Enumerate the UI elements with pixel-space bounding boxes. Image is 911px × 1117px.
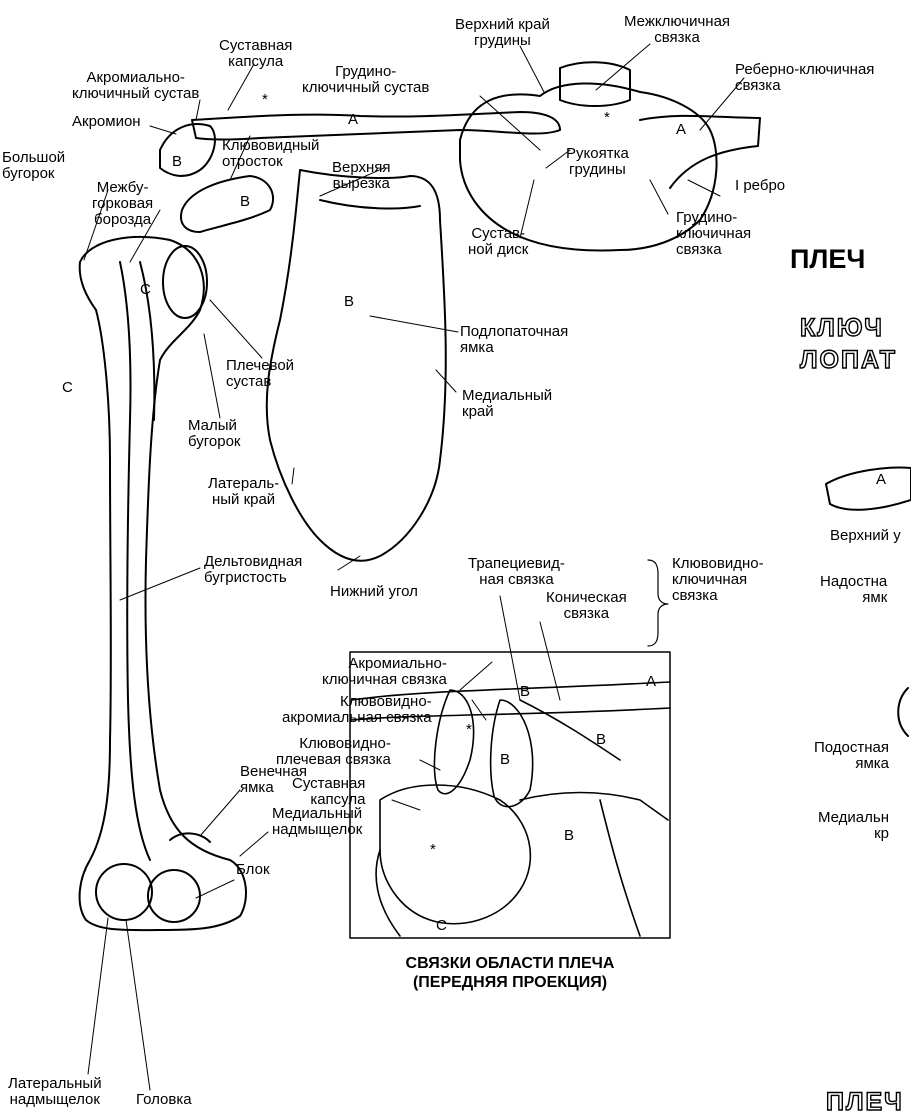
- label-grudino-klyuchichny-sustav: Грудино- ключичный сустав: [302, 64, 429, 96]
- inset-caption: СВЯЗКИ ОБЛАСТИ ПЛЕЧА (ПЕРЕДНЯЯ ПРОЕКЦИЯ): [360, 954, 660, 992]
- label-verkhny-ugol-cut: Верхний у: [830, 528, 901, 544]
- label-sustavnaya-kapsula-top: Суставная капсула: [219, 38, 292, 70]
- label-lateralny-kray: Латераль- ный край: [208, 476, 279, 508]
- label-grudino-klyuchichnaya-svyazka: Грудино- ключичная связка: [676, 210, 751, 258]
- label-trapetsievidnaya-svyazka: Трапециевид- ная связка: [468, 556, 565, 588]
- label-venechnaya-yamka: Венечная ямка: [240, 764, 307, 796]
- letter-c-inset: C: [436, 917, 447, 934]
- label-klyuvovidny-otrostok: Клювовидный отросток: [222, 138, 319, 170]
- label-mezhbugorkovaya-borozda: Межбу- горковая борозда: [92, 180, 153, 228]
- scapula-inner: [320, 200, 420, 208]
- brace: [648, 560, 668, 646]
- coracoid-process: [181, 176, 273, 232]
- subtitle-line-1: КЛЮЧ: [800, 314, 884, 343]
- letter-c-head: C: [140, 281, 151, 298]
- label-blok: Блок: [236, 862, 270, 878]
- label-podostnaya-yamka-cut: Подостная ямка: [814, 740, 889, 772]
- label-bolshoy-bugorok: Большой бугорок: [2, 150, 65, 182]
- letter-c-shaft: C: [62, 379, 73, 396]
- letter-a-right: A: [676, 121, 686, 138]
- clavicle-partial: [826, 468, 911, 510]
- subtitle-line-2: ЛОПАТ: [800, 346, 897, 375]
- label-lateralny-nadmyshchelok: Латеральный надмыщелок: [8, 1076, 102, 1108]
- letter-b-inset-2: B: [596, 731, 606, 748]
- label-golovka: Головка: [136, 1092, 192, 1108]
- letter-b-inset-4: B: [564, 827, 574, 844]
- star-1: *: [262, 91, 268, 108]
- label-verkhny-kray-grudiny: Верхний край грудины: [455, 17, 550, 49]
- letter-b-coracoid: B: [240, 193, 250, 210]
- label-akromialno-klyuchichnaya-svyazka: Акромиально- ключичная связка: [322, 656, 447, 688]
- label-medialny-kray: Медиальный край: [462, 388, 552, 420]
- label-akromialno-klyuchichny-sustav: Акромиально- ключичный сустав: [72, 70, 199, 102]
- star-4: *: [430, 841, 436, 858]
- figure-letters: A A B B B C C A B B B B C A * * * *: [62, 91, 886, 934]
- label-klyuvovidno-akromialnaya-svyazka: Клювовидно- акромиальная связка: [282, 694, 432, 726]
- letter-a-clavicle: A: [348, 111, 358, 128]
- label-maly-bugorok: Малый бугорок: [188, 418, 241, 450]
- label-klyuvovidno-klyuchichnaya-svyazka: Клювовидно- ключичная связка: [672, 556, 764, 604]
- humeral-head: [163, 246, 207, 318]
- star-3: *: [466, 721, 472, 738]
- label-deltovidnaya-bugristost: Дельтовидная бугристость: [204, 554, 302, 586]
- label-akromion: Акромион: [72, 114, 141, 130]
- label-medialny-kray-cut: Медиальн кр: [818, 810, 889, 842]
- page-title: ПЛЕЧ: [790, 244, 865, 275]
- label-sustavnoy-disk: Сустав- ной диск: [468, 226, 528, 258]
- label-nadostnaya-yamka-cut: Надостна ямк: [820, 574, 887, 606]
- label-plechevoy-sustav: Плечевой сустав: [226, 358, 294, 390]
- bottom-title: ПЛЕЧ: [826, 1088, 904, 1117]
- trochlea: [148, 870, 200, 922]
- label-reberno-klyuchichnaya-svyazka: Реберно-ключичная связка: [735, 62, 874, 94]
- label-konicheskaya-svyazka: Коническая связка: [546, 590, 627, 622]
- letter-b-inset-1: B: [520, 683, 530, 700]
- label-podlopatochnaya-yamka: Подлопаточная ямка: [460, 324, 568, 356]
- glenoid-partial: [898, 688, 908, 736]
- capitulum: [96, 864, 152, 920]
- letter-a-right-partial: A: [876, 471, 886, 488]
- label-rukoyatka-grudiny: Рукоятка грудины: [566, 146, 629, 178]
- leader-lines: [84, 44, 744, 1090]
- label-medialny-nadmyshchelok: Медиальный надмыщелок: [272, 806, 362, 838]
- star-2: *: [604, 109, 610, 126]
- label-i-rebro: I ребро: [735, 178, 785, 194]
- letter-b-scapula: B: [344, 293, 354, 310]
- label-nizhny-ugol: Нижний угол: [330, 584, 418, 600]
- label-mezhklyuchichnaya-svyazka: Межключичная связка: [624, 14, 730, 46]
- letter-a-inset: A: [646, 673, 656, 690]
- letter-b-inset-3: B: [500, 751, 510, 768]
- letter-b-acromion: B: [172, 153, 182, 170]
- clavicle: [192, 112, 560, 140]
- label-verkhnyaya-vyrezka: Верхняя вырезка: [332, 160, 391, 192]
